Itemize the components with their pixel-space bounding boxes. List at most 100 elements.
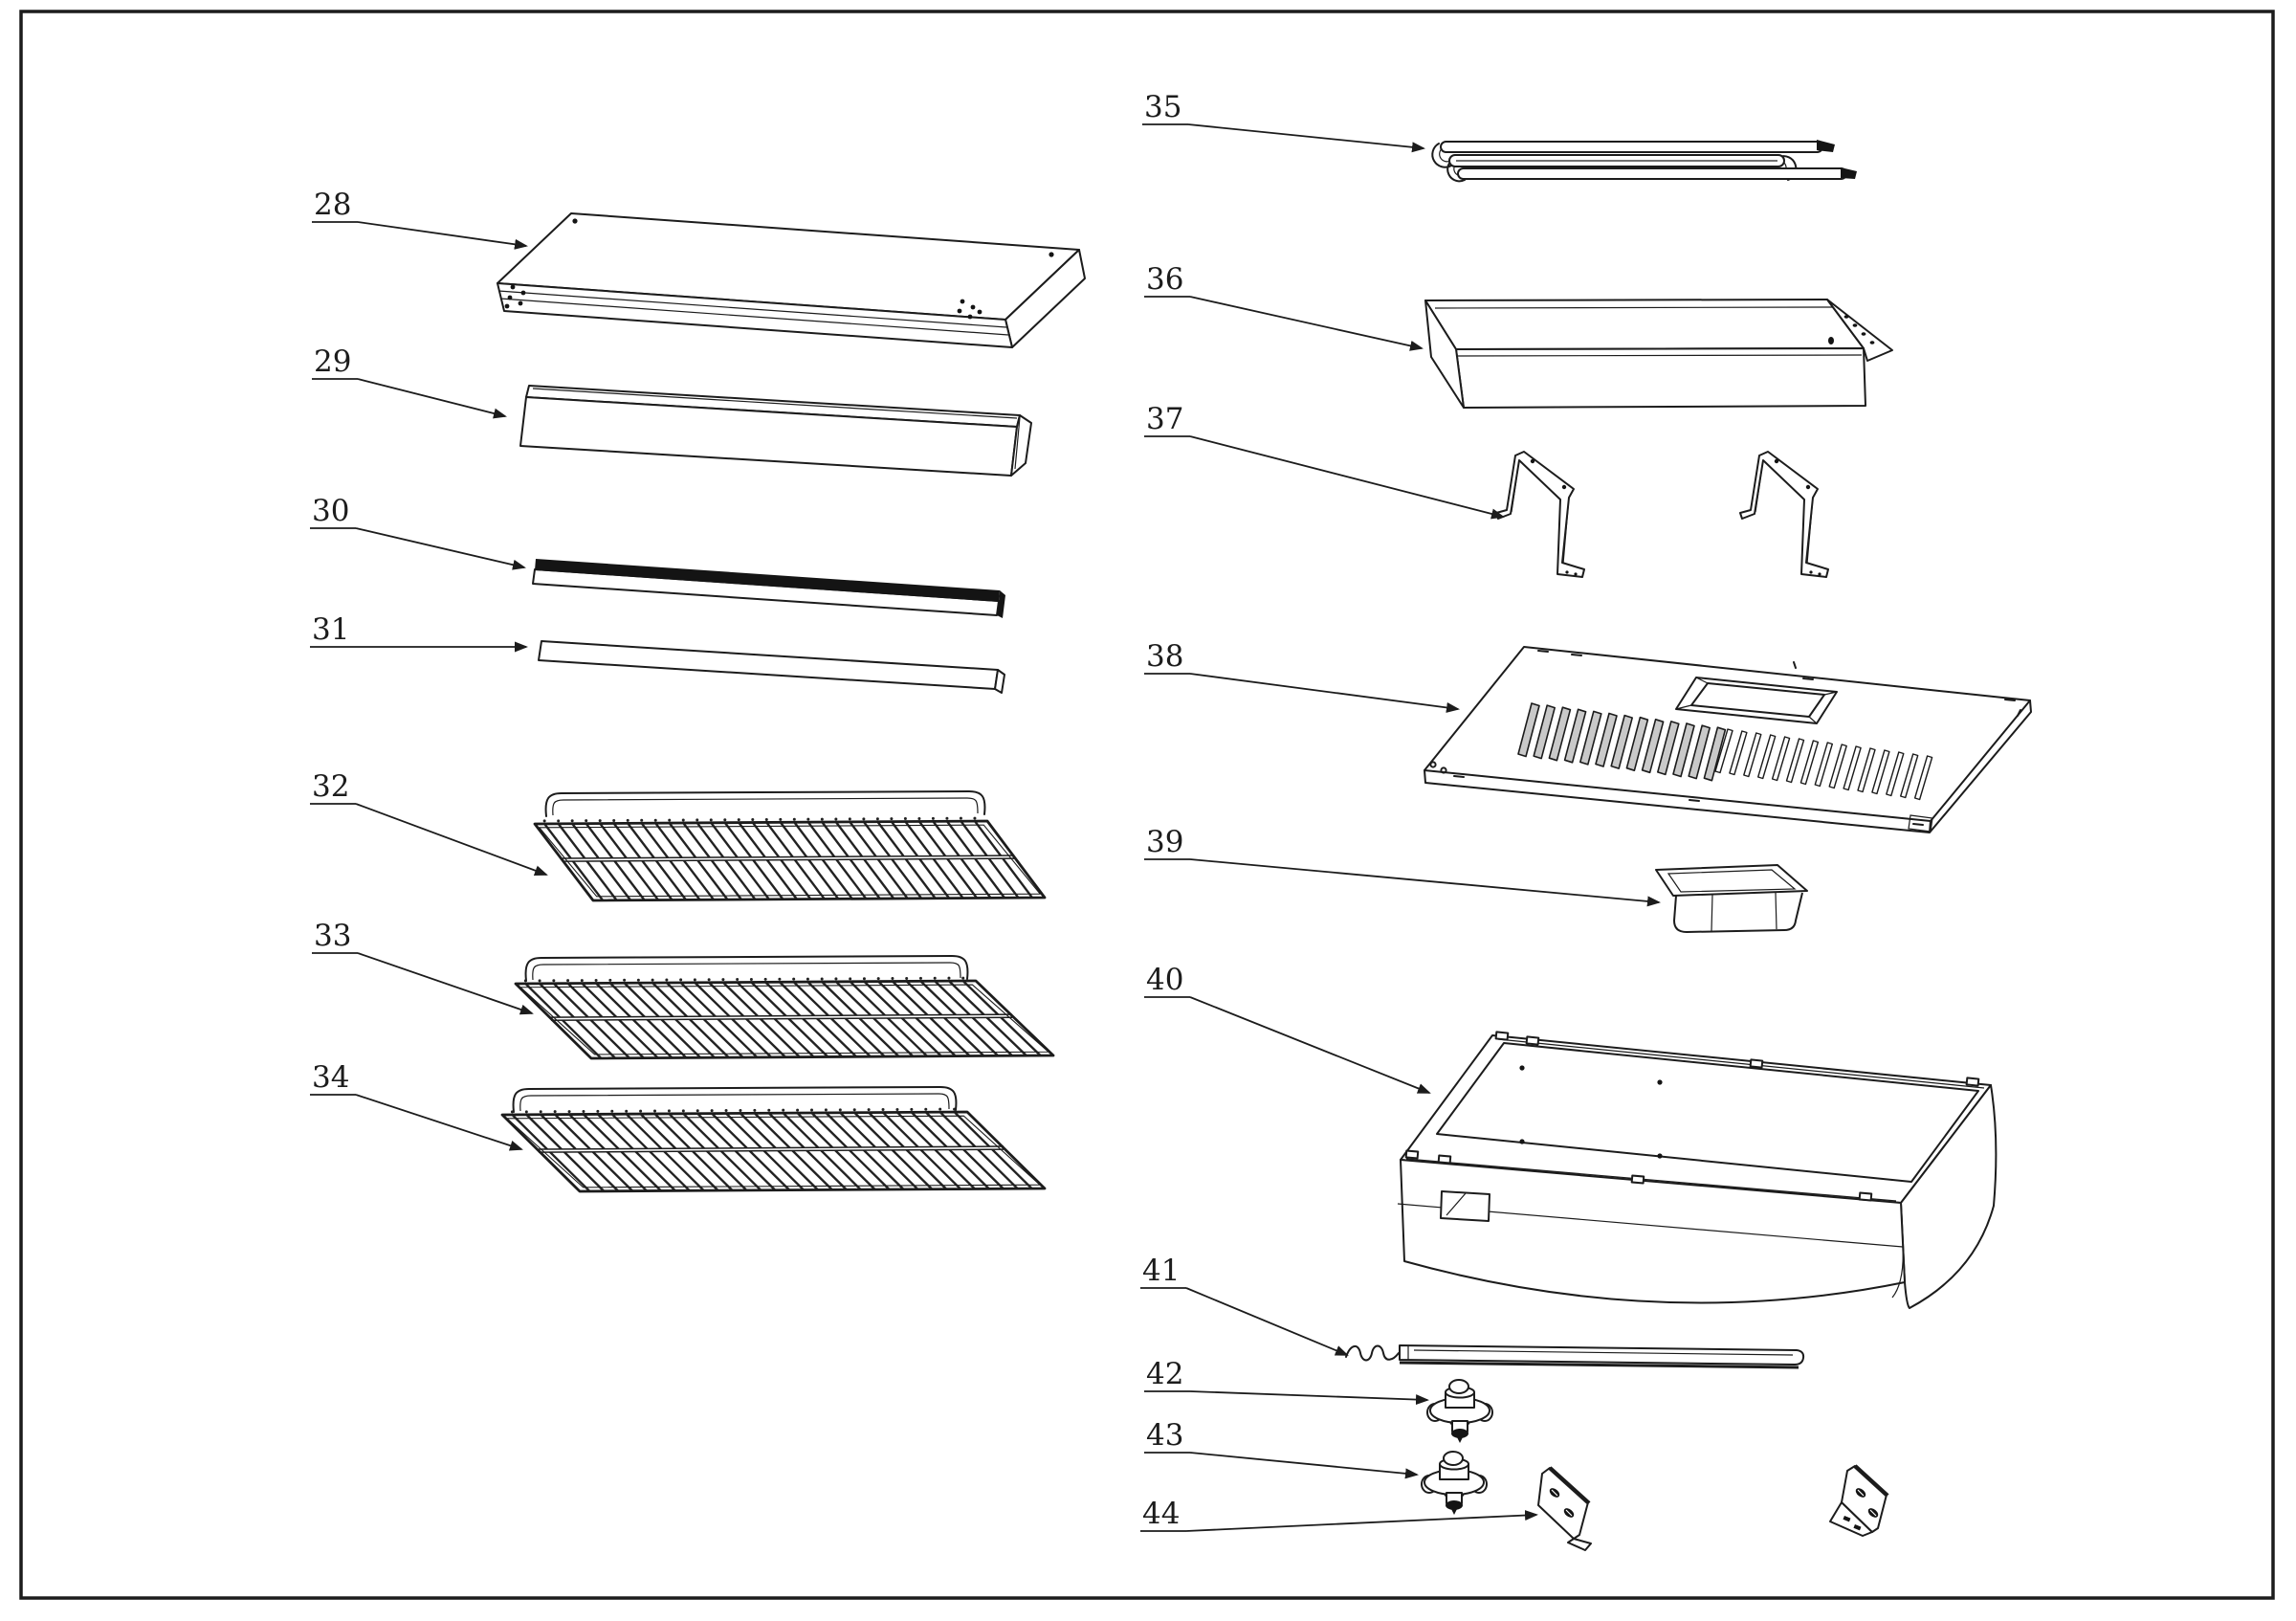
vent-slat bbox=[1814, 742, 1833, 788]
wire-tip bbox=[594, 978, 598, 982]
wire-tip bbox=[721, 978, 725, 982]
grate-wire bbox=[597, 1113, 676, 1192]
grate-bed bbox=[535, 821, 1045, 900]
grate-wire bbox=[682, 1112, 762, 1191]
grate-wire bbox=[637, 982, 716, 1059]
vent-slats-right bbox=[1714, 728, 1933, 801]
grate-wire bbox=[552, 982, 630, 1059]
grate-wires bbox=[510, 1107, 1033, 1192]
part-34-cooking-grate bbox=[500, 1086, 1047, 1193]
grate-wire bbox=[810, 1112, 891, 1190]
vent-slat bbox=[1900, 753, 1919, 799]
wire-tip bbox=[834, 817, 838, 821]
wire-tip bbox=[636, 978, 640, 982]
grate-wire bbox=[612, 822, 673, 901]
part-label-35: 35 bbox=[1144, 90, 1181, 124]
part-33-cooking-grate bbox=[514, 955, 1055, 1060]
part-label-34: 34 bbox=[312, 1060, 349, 1095]
vent-slat bbox=[1857, 747, 1876, 793]
wire-tip bbox=[763, 977, 767, 981]
part-label-36: 36 bbox=[1146, 262, 1183, 297]
wire-tip bbox=[918, 976, 922, 980]
wire-tip bbox=[667, 1109, 671, 1113]
grate-wire bbox=[960, 820, 1020, 899]
wire-tip bbox=[792, 817, 796, 821]
wire-tip bbox=[598, 819, 602, 823]
grate-wire bbox=[738, 821, 798, 900]
grate-wire bbox=[862, 821, 923, 899]
grate-wires bbox=[523, 976, 1042, 1059]
part-37-support-bracket-right bbox=[1739, 451, 1829, 578]
grate-rail-highlight bbox=[539, 1146, 1004, 1152]
wire-tip bbox=[585, 819, 588, 823]
wire-tip bbox=[753, 1108, 757, 1112]
wire-tip bbox=[905, 976, 909, 980]
wire-tip bbox=[723, 818, 727, 822]
wire-tip bbox=[625, 1109, 629, 1113]
part-label-38: 38 bbox=[1146, 639, 1183, 674]
wire-tip bbox=[792, 977, 796, 981]
grate-wire bbox=[896, 1111, 976, 1190]
grate-handle bbox=[512, 1086, 958, 1113]
grate-wire bbox=[623, 982, 701, 1059]
part-label-43: 43 bbox=[1146, 1418, 1183, 1453]
panel-corner-marks bbox=[1429, 650, 2021, 826]
wire-tip bbox=[709, 818, 713, 822]
wire-tip bbox=[820, 977, 824, 981]
thermostat-dome bbox=[1443, 1451, 1464, 1466]
wire-tip bbox=[838, 1108, 842, 1112]
grate-wire bbox=[654, 822, 715, 900]
wire-tip bbox=[567, 1110, 571, 1114]
vent-slat bbox=[1743, 732, 1762, 778]
wire-tip bbox=[707, 978, 711, 982]
wire-tip bbox=[751, 818, 755, 822]
grate-wire bbox=[853, 1111, 934, 1190]
part-label-37: 37 bbox=[1146, 402, 1183, 436]
wire-tip bbox=[736, 978, 740, 982]
wire-tip bbox=[848, 817, 851, 821]
part-29-front-trim-panel bbox=[519, 385, 1032, 477]
leader-line-29 bbox=[357, 378, 507, 419]
wire-tip bbox=[710, 1109, 714, 1113]
grate-handle-inner bbox=[532, 962, 961, 981]
part-42-thermostat bbox=[1426, 1379, 1493, 1443]
part-44-mounting-plate-left bbox=[1537, 1466, 1592, 1551]
screw-holes bbox=[504, 218, 1054, 320]
wire-tip bbox=[596, 1109, 600, 1113]
part-38-vented-baffle-panel bbox=[1424, 646, 2032, 833]
vent-slat bbox=[1641, 719, 1665, 774]
wire-tip bbox=[668, 818, 672, 822]
part-32-cooking-grate bbox=[533, 790, 1047, 902]
wire-tip bbox=[653, 1109, 657, 1113]
wire-tip bbox=[938, 1107, 942, 1111]
leader-line-42 bbox=[1189, 1390, 1429, 1406]
part-41-temperature-probe bbox=[1345, 1344, 1805, 1369]
part-28-top-lid-panel bbox=[497, 212, 1086, 348]
vent-slat bbox=[1771, 736, 1791, 782]
wire-tip bbox=[852, 1108, 856, 1112]
grate-wire bbox=[905, 980, 985, 1057]
grate-wire bbox=[740, 1112, 819, 1191]
grate-wire bbox=[595, 982, 673, 1059]
leader-line-43 bbox=[1189, 1452, 1419, 1479]
leader-line-33 bbox=[357, 952, 534, 1015]
vent-slat bbox=[1688, 724, 1711, 780]
grate-wire bbox=[625, 1113, 705, 1192]
grate-wire bbox=[911, 1111, 990, 1190]
grate-frame-inner bbox=[538, 824, 1042, 898]
vent-slat bbox=[1757, 734, 1777, 780]
wire-tip bbox=[539, 1110, 542, 1114]
vent-slat bbox=[1871, 749, 1890, 795]
wire-tip bbox=[890, 817, 894, 821]
vent-slat bbox=[1729, 730, 1748, 776]
wire-tip bbox=[557, 819, 561, 823]
grate-wire bbox=[821, 821, 881, 899]
wire-tip bbox=[612, 818, 616, 822]
grate-wire bbox=[554, 1113, 634, 1192]
wire-tip bbox=[610, 1109, 614, 1113]
grate-wire bbox=[821, 981, 900, 1057]
wire-tip bbox=[524, 1110, 528, 1114]
grate-wires bbox=[542, 816, 1033, 901]
wire-tip bbox=[849, 977, 852, 981]
